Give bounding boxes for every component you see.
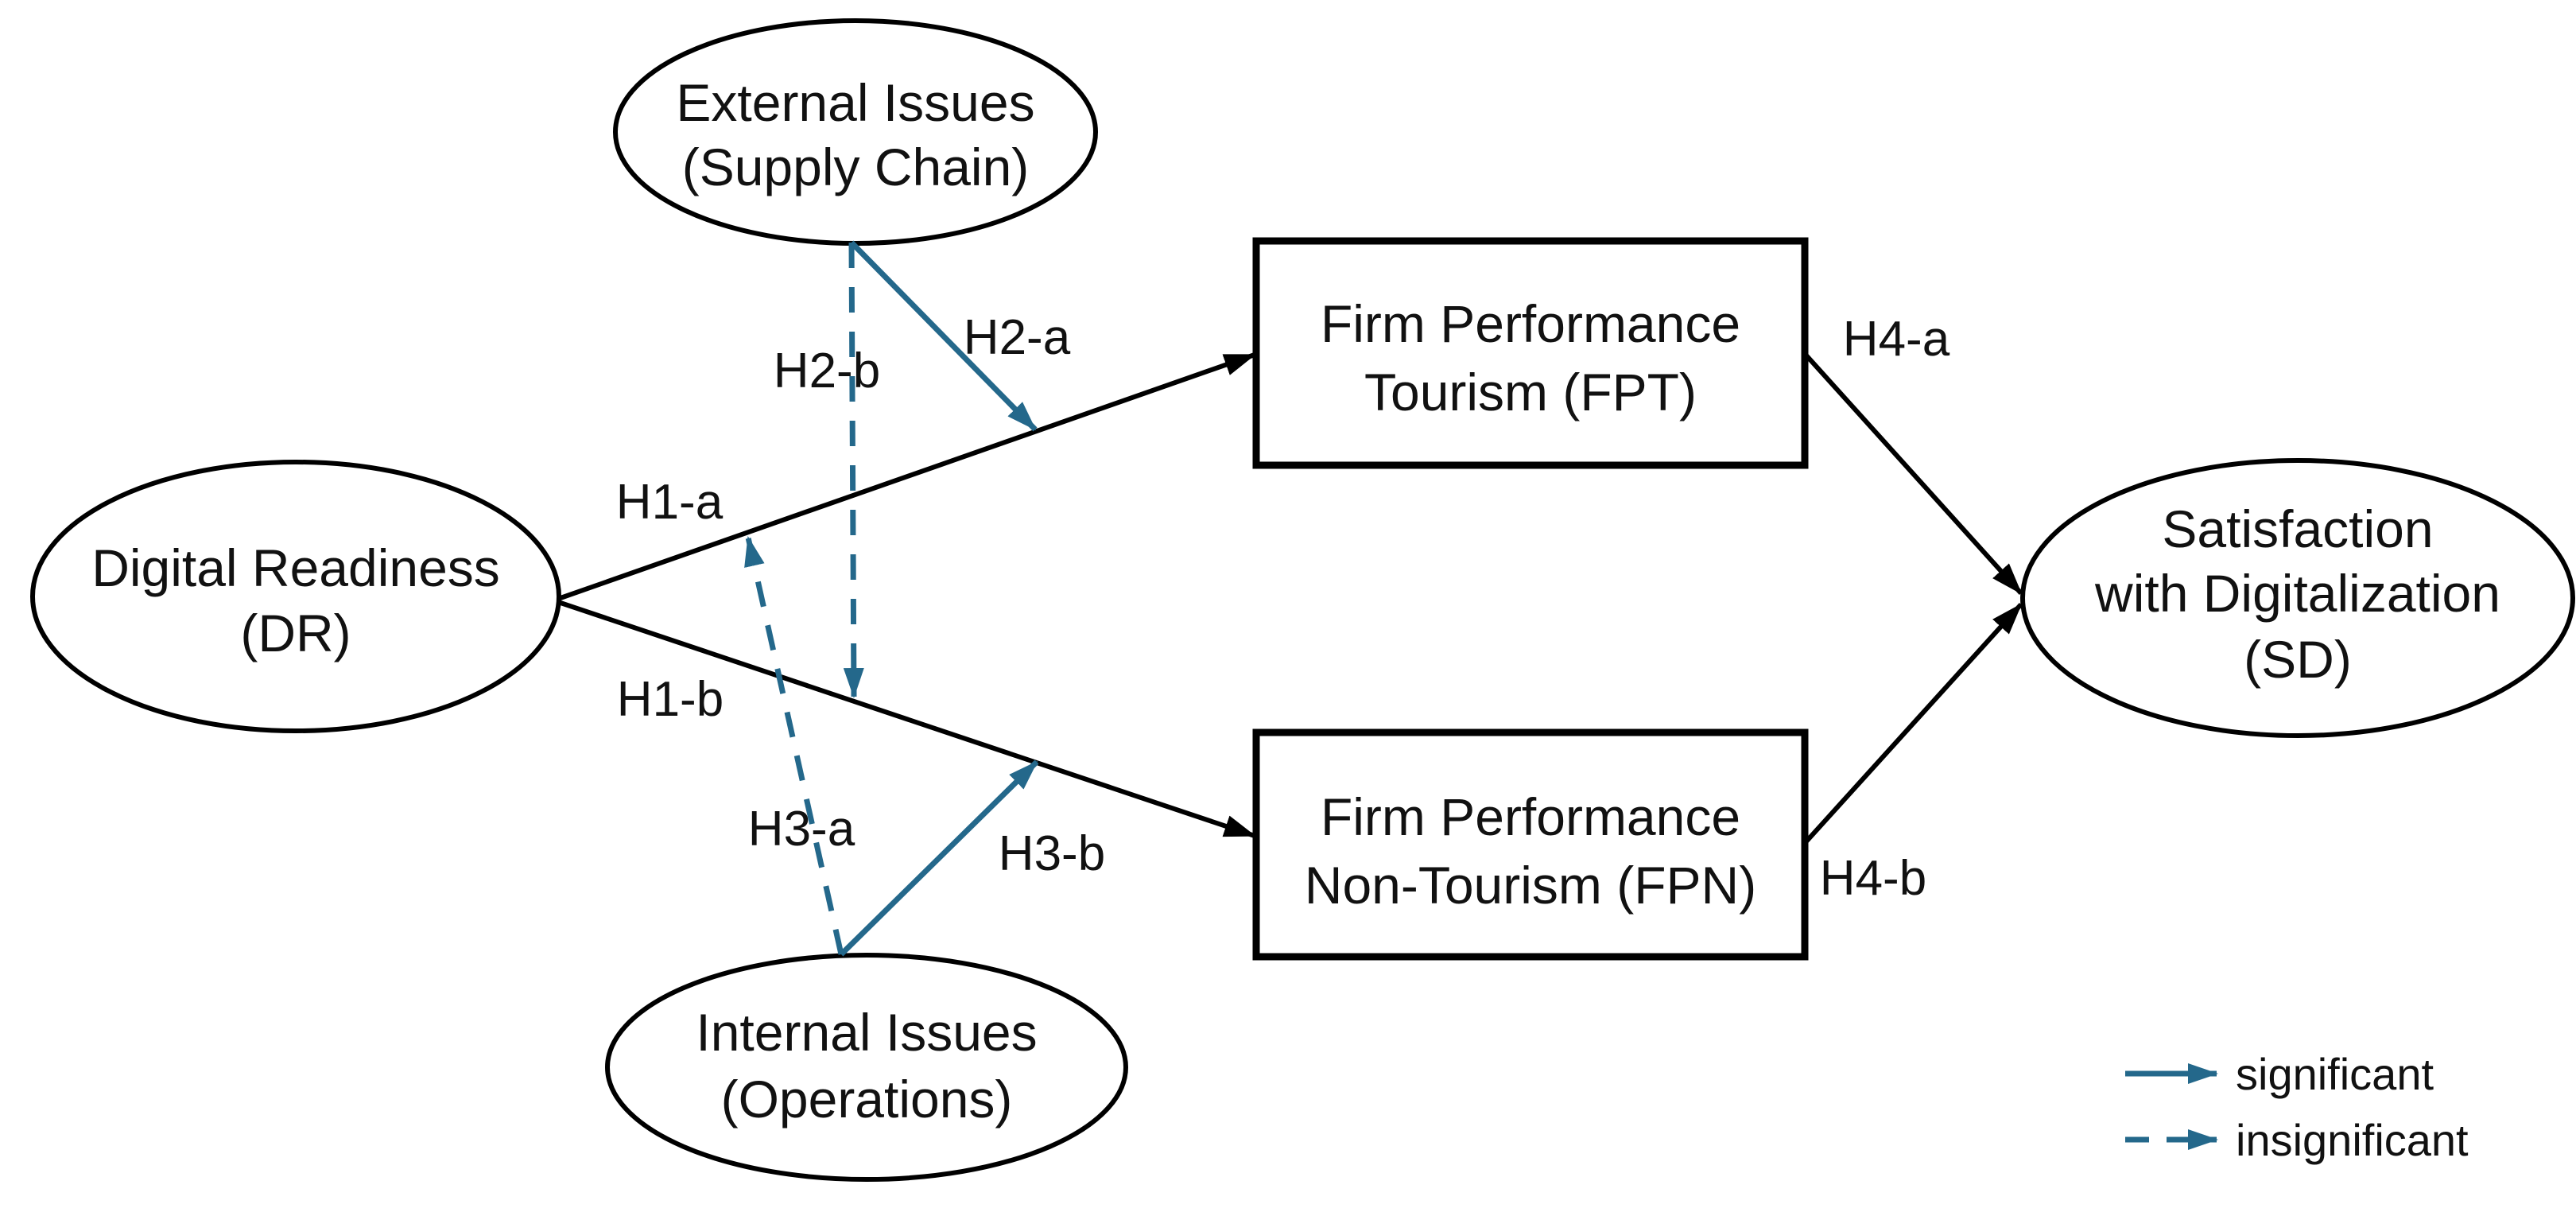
fpt-label-line1: Firm Performance (1321, 294, 1740, 353)
edge-label-h2a: H2-a (964, 310, 1071, 365)
edge-h1b-dr-to-fpn (557, 600, 1256, 838)
node-internal-issues: Internal Issues (Operations) (605, 953, 1128, 1182)
digital-readiness-label-line2: (DR) (240, 604, 351, 662)
edge-h4b-fpn-to-sd (1804, 602, 2023, 844)
edge-label-h3b: H3-b (999, 826, 1105, 881)
edge-h1a-dr-to-fpt (557, 352, 1256, 601)
external-issues-ellipse (613, 18, 1098, 246)
edge-h3a-internal-to-h1a-path (744, 536, 844, 955)
edge-label-h1a: H1-a (616, 475, 724, 530)
external-issues-label-line2: (Supply Chain) (682, 138, 1030, 196)
sd-label-line1: Satisfaction (2162, 499, 2433, 558)
internal-issues-ellipse (605, 953, 1128, 1182)
edge-label-h4a: H4-a (1843, 312, 1950, 367)
node-external-issues: External Issues (Supply Chain) (613, 18, 1098, 246)
legend-solid-label: significant (2236, 1049, 2434, 1099)
edge-h4a-fpt-to-sd (1804, 353, 2023, 596)
edge-h3b-internal-to-h1b-path (839, 759, 1039, 957)
internal-issues-label-line1: Internal Issues (696, 1003, 1037, 1062)
fpn-label-line2: Non-Tourism (FPN) (1305, 856, 1756, 915)
sd-ellipse (2020, 458, 2575, 738)
sd-label-line3: (SD) (2244, 630, 2352, 689)
node-satisfaction-with-digitalization: Satisfaction with Digitalization (SD) (2020, 458, 2575, 738)
edge-h2a-external-to-h1a-path (849, 240, 1038, 432)
digital-readiness-label-line1: Digital Readiness (91, 538, 500, 597)
external-issues-label-line1: External Issues (676, 73, 1034, 132)
legend-dashed-label: insignificant (2236, 1115, 2469, 1165)
legend: significant insignificant (2125, 1049, 2469, 1165)
node-firm-performance-tourism: Firm Performance Tourism (FPT) (1252, 237, 1809, 469)
edge-label-h2b: H2-b (774, 344, 880, 398)
edge-h2b-external-to-h1b-path (843, 242, 864, 698)
fpn-label-line1: Firm Performance (1321, 787, 1740, 846)
fpt-label-line2: Tourism (FPT) (1364, 363, 1697, 421)
node-firm-performance-non-tourism: Firm Performance Non-Tourism (FPN) (1252, 728, 1809, 961)
fpn-rect (1252, 728, 1809, 961)
sd-label-line2: with Digitalization (2094, 564, 2500, 623)
internal-issues-label-line2: (Operations) (721, 1070, 1013, 1128)
edge-label-h3a: H3-a (748, 802, 855, 857)
node-digital-readiness: Digital Readiness (DR) (30, 460, 561, 733)
fpt-rect (1252, 237, 1809, 469)
edge-label-h4b: H4-b (1820, 851, 1926, 906)
edge-label-h1b: H1-b (617, 672, 724, 727)
